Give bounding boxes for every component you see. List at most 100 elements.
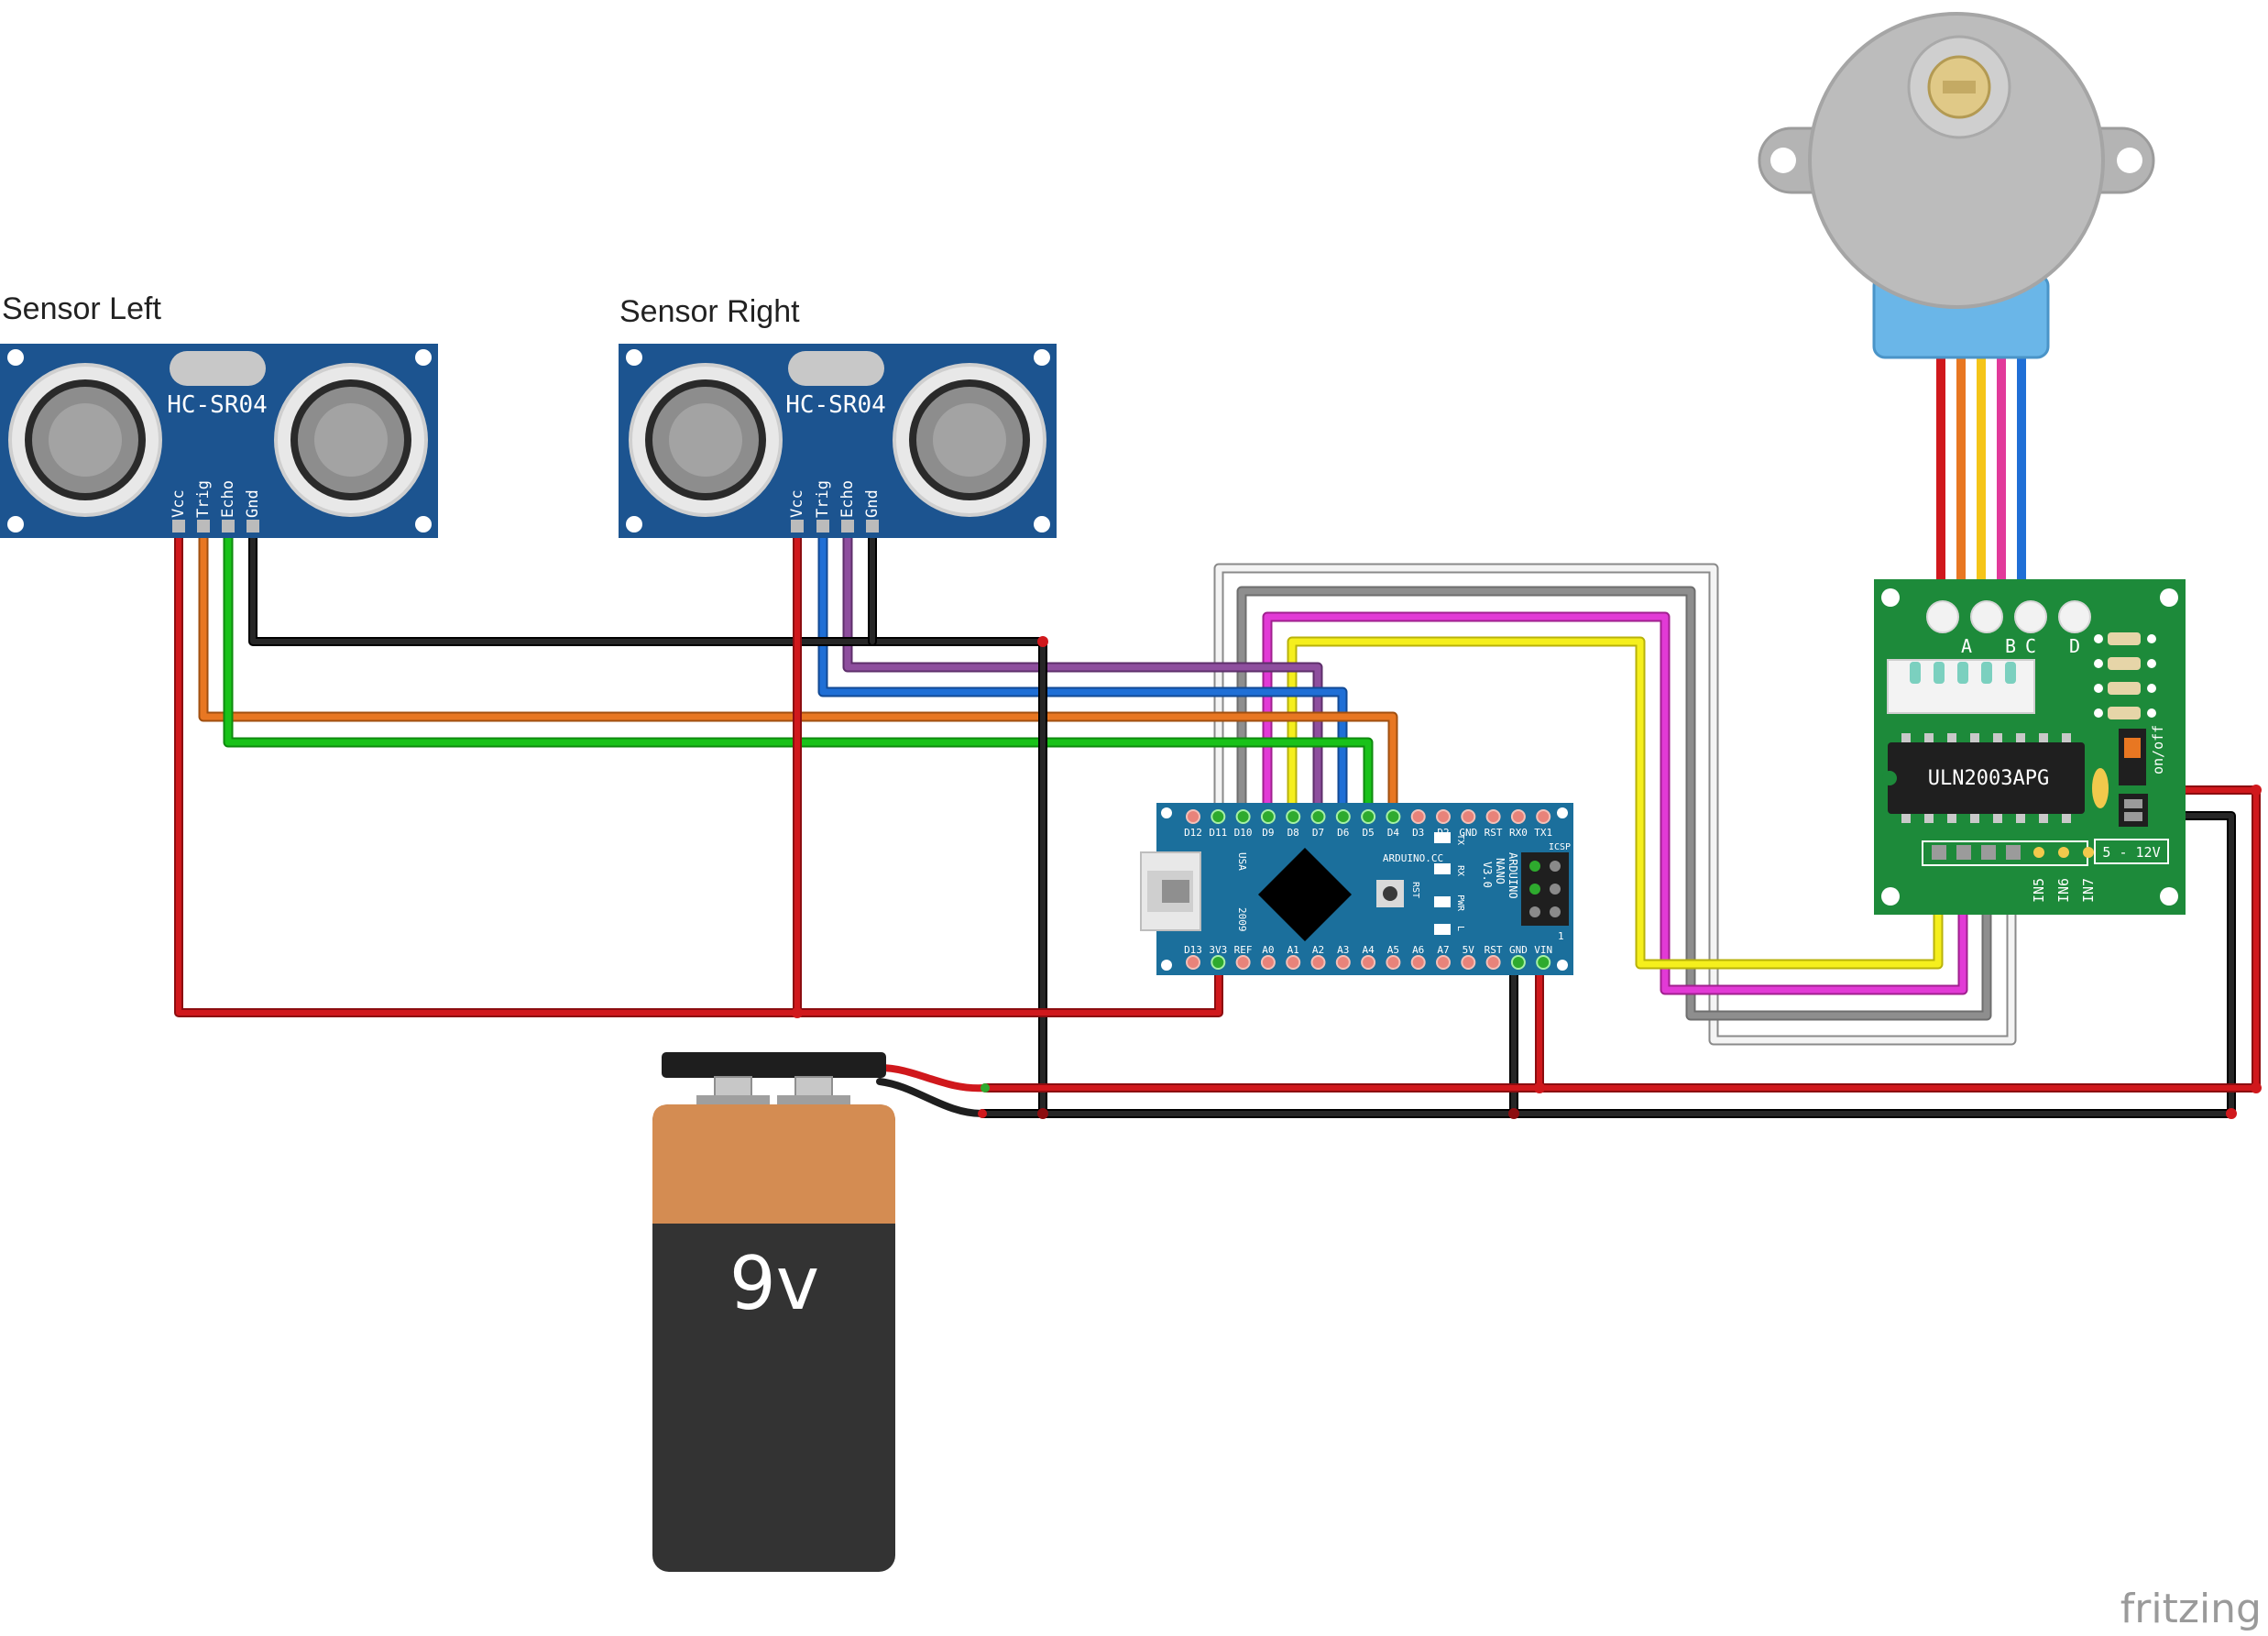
year-label: 2009 xyxy=(1236,907,1248,932)
arduino-top-pin-label: GND xyxy=(1459,827,1477,839)
motor-connector[interactable] xyxy=(1887,659,2035,714)
arduino-top-pin-d6[interactable] xyxy=(1335,809,1351,824)
input-label-in7: IN7 xyxy=(2080,878,2097,903)
wire-purple xyxy=(842,526,1323,817)
arduino-top-pin-d8[interactable] xyxy=(1286,809,1301,824)
uln2003-chip: ULN2003APG xyxy=(1882,733,2085,823)
rst-button-label: RST xyxy=(1410,882,1420,898)
arduino-pcb xyxy=(1156,803,1573,975)
led-label-d: D xyxy=(2069,635,2080,657)
led-label-tx: TX xyxy=(1455,834,1465,845)
arduino-usb-port[interactable] xyxy=(1140,851,1201,931)
arduino-bottom-pin-a0[interactable] xyxy=(1260,955,1276,970)
arduino-top-pin-d2[interactable] xyxy=(1436,809,1451,824)
sensor-right-title: Sensor Right xyxy=(619,294,800,329)
arduino-top-pin-d12[interactable] xyxy=(1186,809,1200,824)
switch-label: on/off xyxy=(2150,725,2166,774)
led-label-a: A xyxy=(1961,635,1972,657)
driver-capacitor xyxy=(2092,768,2109,808)
arduino-top-pin-label: D10 xyxy=(1234,827,1253,839)
pin-label-vcc: Vcc xyxy=(170,489,188,518)
arduino-reset-button[interactable]: RST xyxy=(1376,880,1420,907)
arduino-bottom-pin-ref[interactable] xyxy=(1235,955,1251,970)
sensor-right-model: HC-SR04 xyxy=(785,391,886,419)
sensor-left-pins[interactable] xyxy=(172,520,259,533)
stepper-motor xyxy=(1758,12,2155,359)
arduino-bottom-pin-label: 5V xyxy=(1463,944,1475,956)
arduino-bottom-pin-a4[interactable] xyxy=(1361,955,1376,970)
arduino-top-pin-label: TX1 xyxy=(1534,827,1552,839)
arduino-bottom-pin-3v3[interactable] xyxy=(1211,955,1226,970)
arduino-name-line1: ARDUINO xyxy=(1507,852,1519,899)
arduino-bottom-pin-a5[interactable] xyxy=(1386,955,1401,970)
arduino-site: ARDUINO.CC xyxy=(1383,852,1443,864)
battery-label: 9v xyxy=(729,1241,819,1326)
arduino-top-pin-label: RX0 xyxy=(1509,827,1528,839)
arduino-top-pin-rx0[interactable] xyxy=(1510,809,1526,824)
arduino-top-pin-label: D7 xyxy=(1312,827,1324,839)
arduino-bottom-pin-a1[interactable] xyxy=(1286,955,1301,970)
arduino-top-pin-d3[interactable] xyxy=(1410,809,1426,824)
wire-magenta xyxy=(1262,611,1968,995)
wire-blue xyxy=(817,526,1348,817)
battery-leads xyxy=(876,1064,989,1117)
arduino-bottom-pin-label: A6 xyxy=(1412,944,1424,956)
arduino-top-pin-d5[interactable] xyxy=(1361,809,1376,824)
sensor-right: HC-SR04 Vcc Trig Echo Gnd xyxy=(619,344,1057,538)
sensor-right-pins[interactable] xyxy=(791,520,879,533)
arduino-top-pin-label: D12 xyxy=(1184,827,1202,839)
arduino-top-pin-label: D6 xyxy=(1337,827,1349,839)
arduino-top-pin-d11[interactable] xyxy=(1211,809,1226,824)
power-header[interactable] xyxy=(2119,794,2148,827)
arduino-top-pin-tx1[interactable] xyxy=(1536,809,1551,824)
arduino-top-pin-d9[interactable] xyxy=(1260,809,1276,824)
arduino-bottom-pin-label: A3 xyxy=(1337,944,1349,956)
arduino-top-pin-d10[interactable] xyxy=(1235,809,1251,824)
power-switch[interactable]: on/off xyxy=(2119,725,2166,785)
arduino-bottom-pin-label: A0 xyxy=(1262,944,1274,956)
pin-label-echo: Echo xyxy=(838,480,857,518)
arduino-top-pin-label: RST xyxy=(1485,827,1503,839)
sensor-left-pin-labels: Vcc Trig Echo Gnd xyxy=(170,480,262,518)
arduino-top-pin-label: D11 xyxy=(1209,827,1227,839)
arduino-top-pin-d4[interactable] xyxy=(1386,809,1401,824)
icsp-header[interactable]: ICSP 1 xyxy=(1521,842,1571,942)
arduino-top-pin-label: D8 xyxy=(1287,827,1299,839)
driver-resistors xyxy=(2094,632,2156,719)
voltage-label-box xyxy=(2094,839,2169,864)
wire-white xyxy=(1213,563,2017,1046)
arduino-bottom-pin-label: REF xyxy=(1234,944,1253,956)
arduino-status-leds: TX RX PWR L xyxy=(1434,832,1465,935)
arduino-top-pin-rst[interactable] xyxy=(1485,809,1501,824)
input-header[interactable] xyxy=(1922,840,2094,866)
arduino-bottom-pin-gnd[interactable] xyxy=(1510,955,1526,970)
arduino-bottom-pin-vin[interactable] xyxy=(1536,955,1551,970)
arduino-top-pin-d7[interactable] xyxy=(1310,809,1326,824)
battery-snap xyxy=(662,1052,886,1078)
arduino-bottom-pin-label: 3V3 xyxy=(1209,944,1227,956)
input-label-in5: IN5 xyxy=(2031,878,2047,903)
arduino-bottom-pin-a3[interactable] xyxy=(1335,955,1351,970)
voltage-label: 5 - 12V xyxy=(2102,844,2160,861)
arduino-bottom-pin-label: VIN xyxy=(1534,944,1552,956)
icsp-label: ICSP xyxy=(1549,842,1571,852)
wire-red xyxy=(174,527,2261,1092)
arduino-bottom-pin-d13[interactable] xyxy=(1186,955,1200,970)
sensor-right-transducer-left xyxy=(629,363,783,517)
arduino-bottom-pin-5v[interactable] xyxy=(1461,955,1476,970)
arduino-name: ARDUINO NANO V3.0 xyxy=(1481,852,1519,899)
arduino-bottom-pin-a7[interactable] xyxy=(1436,955,1451,970)
atmega-chip xyxy=(1258,848,1352,941)
icsp-number: 1 xyxy=(1558,930,1564,942)
arduino-bottom-pin-rst[interactable] xyxy=(1485,955,1501,970)
arduino-bottom-pin-a6[interactable] xyxy=(1410,955,1426,970)
arduino-top-pin-gnd[interactable] xyxy=(1461,809,1476,824)
battery-9v: 9v xyxy=(652,1052,895,1572)
battery-terminals xyxy=(696,1076,850,1106)
arduino-bottom-pin-label: A5 xyxy=(1387,944,1399,956)
led-label-l: L xyxy=(1455,926,1465,931)
arduino-bottom-pin-a2[interactable] xyxy=(1310,955,1326,970)
